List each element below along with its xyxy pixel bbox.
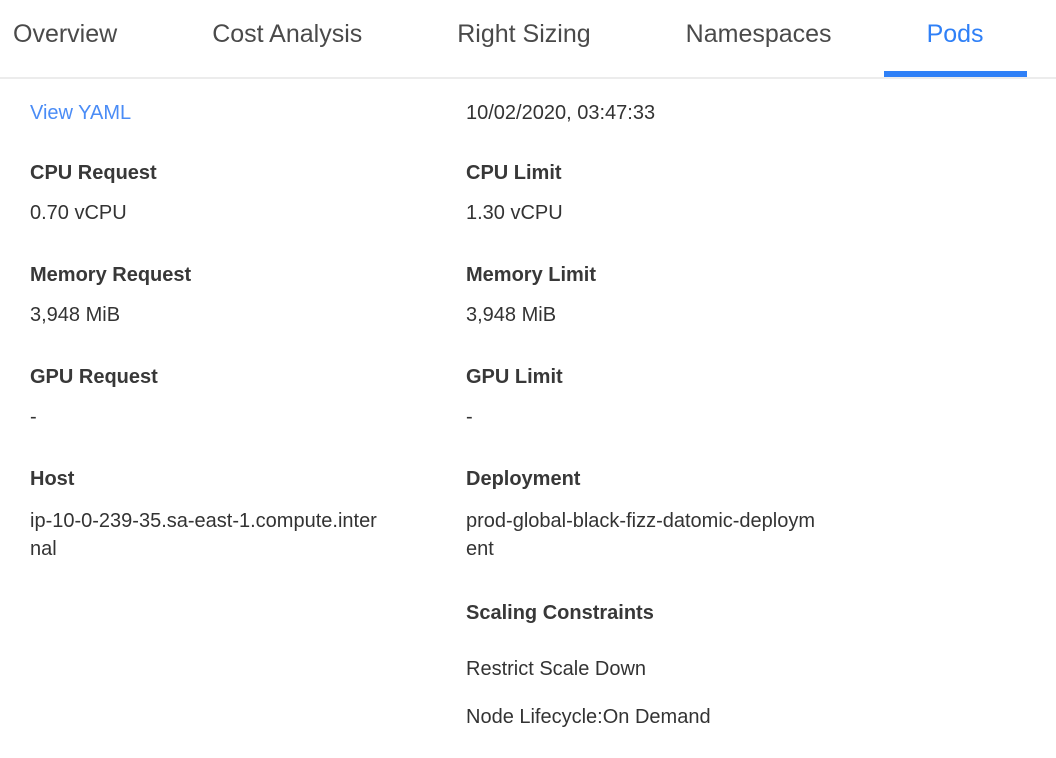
- detail-right-column: 10/02/2020, 03:47:33 CPU Limit 1.30 vCPU…: [466, 101, 816, 753]
- host-link[interactable]: ip-10-0-239-35.sa-east-1.compute.interna…: [30, 510, 377, 560]
- field-label: GPU Limit: [466, 366, 563, 388]
- field-gpu-request: GPU Request -: [30, 365, 158, 429]
- detail-left-column: View YAML CPU Request 0.70 vCPU Memory R…: [30, 101, 380, 753]
- field-gpu-limit: GPU Limit -: [466, 365, 563, 429]
- field-value: -: [466, 406, 473, 428]
- view-yaml-link[interactable]: View YAML: [30, 102, 132, 124]
- tab-cost-analysis[interactable]: Cost Analysis: [212, 20, 363, 48]
- field-label: Host: [30, 468, 75, 490]
- field-value: 0.70 vCPU: [30, 202, 127, 224]
- tab-overview[interactable]: Overview: [13, 20, 118, 48]
- field-memory-request: Memory Request 3,948 MiB: [30, 263, 191, 327]
- field-label: CPU Limit: [466, 162, 562, 184]
- field-label: Memory Request: [30, 264, 192, 286]
- tab-right-sizing[interactable]: Right Sizing: [457, 20, 591, 48]
- pod-detail-panel: View YAML CPU Request 0.70 vCPU Memory R…: [0, 79, 1056, 753]
- tab-namespaces[interactable]: Namespaces: [685, 20, 832, 48]
- field-value: 1.30 vCPU: [466, 202, 563, 224]
- field-label: Memory Limit: [466, 264, 597, 286]
- field-label: CPU Request: [30, 162, 157, 184]
- field-host: Host ip-10-0-239-35.sa-east-1.compute.in…: [30, 467, 380, 563]
- field-label: Deployment: [466, 468, 581, 490]
- field-cpu-limit: CPU Limit 1.30 vCPU: [466, 161, 563, 225]
- field-value: 3,948 MiB: [466, 304, 557, 326]
- field-deployment: Deployment prod-global-black-fizz-datomi…: [466, 467, 816, 563]
- field-label: GPU Request: [30, 366, 158, 388]
- field-value: 3,948 MiB: [30, 304, 121, 326]
- constraint-node-lifecycle: Node Lifecycle:On Demand: [466, 706, 711, 728]
- timestamp: 10/02/2020, 03:47:33: [466, 102, 656, 124]
- scaling-constraints-section: Scaling Constraints Restrict Scale Down …: [466, 601, 711, 753]
- tab-bar: Overview Cost Analysis Right Sizing Name…: [0, 0, 1056, 79]
- field-cpu-request: CPU Request 0.70 vCPU: [30, 161, 157, 225]
- tab-pods[interactable]: Pods: [884, 0, 1027, 77]
- deployment-link[interactable]: prod-global-black-fizz-datomic-deploymen…: [466, 510, 816, 560]
- field-memory-limit: Memory Limit 3,948 MiB: [466, 263, 596, 327]
- field-value: -: [30, 406, 37, 428]
- scaling-constraints-title: Scaling Constraints: [466, 602, 654, 624]
- constraint-restrict-scale-down: Restrict Scale Down: [466, 658, 647, 680]
